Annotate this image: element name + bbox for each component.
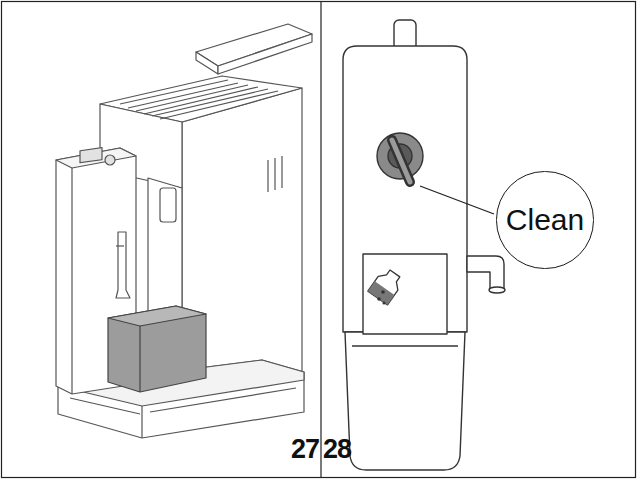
milk-container-top-part-part bbox=[368, 281, 395, 305]
coffee-machine-part bbox=[108, 306, 206, 392]
milk-container-top-part-part bbox=[368, 267, 405, 305]
coffee-machine-part bbox=[116, 232, 130, 298]
coffee-machine-part bbox=[196, 52, 218, 74]
milk-container-top-part bbox=[467, 256, 504, 290]
figure-number: 28 bbox=[323, 436, 351, 463]
milk-container-top-part bbox=[352, 345, 458, 346]
figure-number: 27 bbox=[291, 436, 319, 463]
milk-container-top-part bbox=[381, 290, 385, 294]
callout-text: Clean bbox=[506, 203, 584, 236]
coffee-machine-part bbox=[274, 158, 275, 190]
callout-circle: Clean bbox=[496, 171, 593, 268]
coffee-machine-part bbox=[144, 87, 258, 114]
coffee-machine-part bbox=[108, 306, 206, 326]
coffee-machine-part bbox=[267, 160, 268, 192]
coffee-machine-part bbox=[141, 406, 142, 438]
milk-container-top-part bbox=[489, 287, 505, 293]
milk-container-top-part bbox=[368, 267, 405, 305]
panel-frame-part bbox=[320, 2, 321, 478]
coffee-machine-part bbox=[120, 80, 228, 104]
coffee-machine-part bbox=[281, 156, 282, 188]
milk-container-top-part bbox=[345, 332, 465, 470]
coffee-machine-part bbox=[218, 34, 312, 74]
coffee-machine-part bbox=[139, 326, 140, 392]
coffee-machine-part bbox=[116, 245, 124, 246]
milk-container-top-part bbox=[383, 302, 386, 305]
coffee-machine-part bbox=[160, 188, 176, 222]
milk-container-top-part bbox=[392, 140, 410, 182]
milk-container-top-part bbox=[392, 140, 410, 182]
milk-container-top-part bbox=[377, 297, 381, 301]
coffee-machine-part bbox=[160, 91, 278, 119]
coffee-machine-part bbox=[80, 148, 102, 163]
coffee-machine-part bbox=[70, 398, 140, 414]
coffee-machine-part bbox=[56, 148, 136, 168]
milk-container-top-part bbox=[363, 254, 447, 334]
coffee-machine bbox=[56, 24, 312, 438]
milk-container-top bbox=[343, 20, 505, 470]
coffee-machine-part bbox=[150, 388, 296, 412]
coffee-machine-part bbox=[152, 89, 268, 116]
milk-container-top-part bbox=[420, 186, 494, 214]
coffee-machine-part bbox=[71, 168, 72, 394]
coffee-machine-part bbox=[105, 155, 115, 165]
